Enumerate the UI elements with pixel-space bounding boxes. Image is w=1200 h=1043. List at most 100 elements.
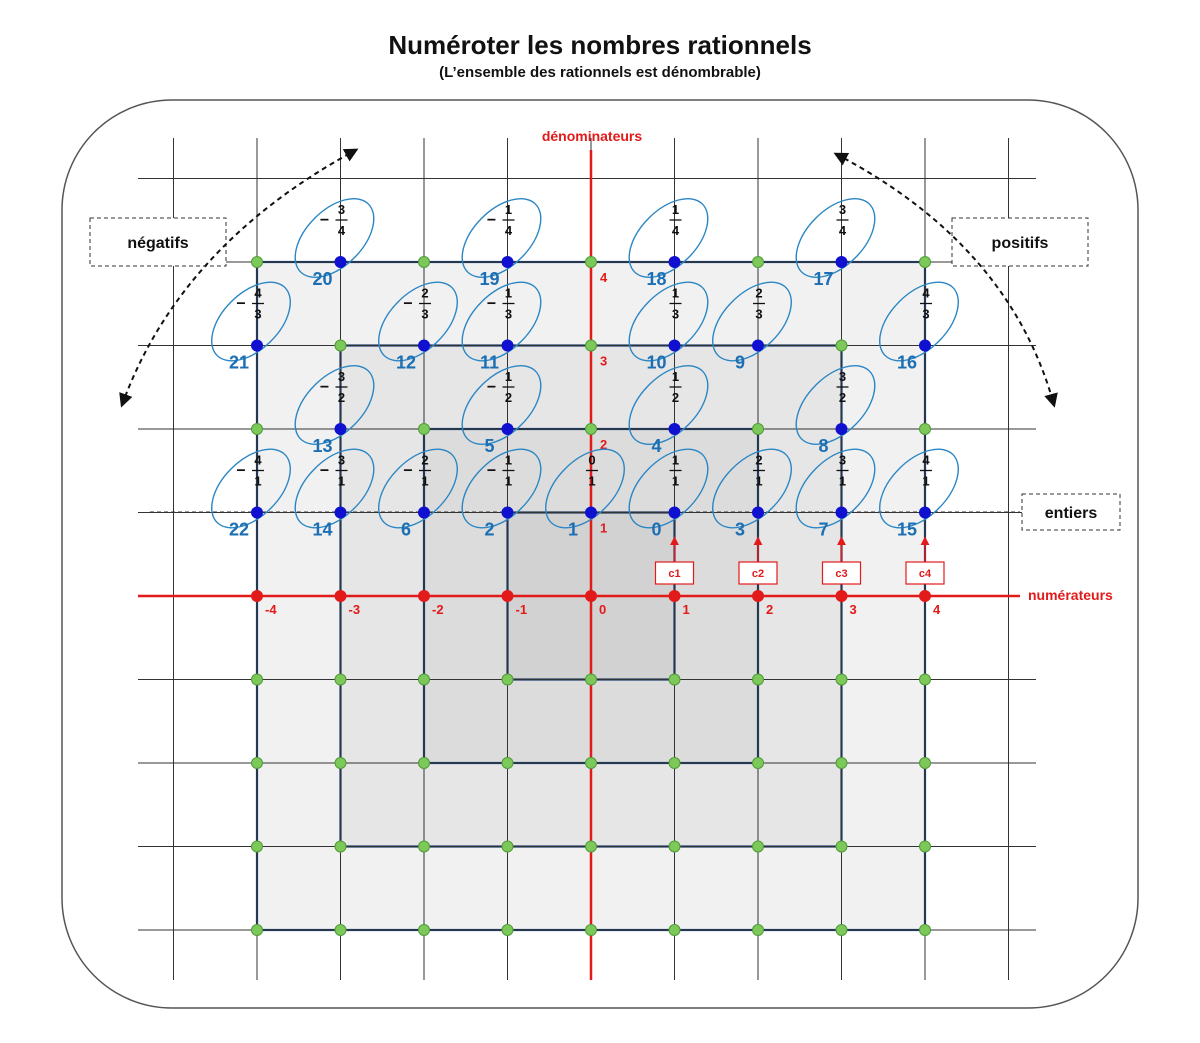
rational-ellipse <box>795 448 876 529</box>
fraction-numerator: 4 <box>922 453 930 468</box>
fraction-denominator: 4 <box>839 223 847 238</box>
lattice-point <box>835 924 848 936</box>
rational-ellipse <box>879 448 959 529</box>
lattice-point <box>585 339 597 352</box>
lattice-point <box>501 840 514 853</box>
rational-index: 13 <box>312 436 332 456</box>
fraction-denominator: 3 <box>672 307 679 322</box>
fraction-denominator: 3 <box>254 307 261 322</box>
rational-index: 3 <box>735 520 745 540</box>
rational-index: 0 <box>651 520 661 540</box>
denominators-axis-label: dénominateurs <box>542 128 643 144</box>
numerator-tick-label: 3 <box>850 602 857 617</box>
denominator-tick-label: 3 <box>600 354 607 369</box>
numerator-tick-point <box>585 590 597 602</box>
rational-ellipse <box>545 448 625 529</box>
rational-item: 110 <box>628 448 709 540</box>
numerator-tick-point <box>919 590 931 602</box>
fraction-numerator: 1 <box>672 369 679 384</box>
negatives-label-box: négatifs <box>89 217 227 267</box>
lattice-point <box>752 256 764 268</box>
numerator-tick-label: 2 <box>766 602 773 617</box>
fraction-denominator: 2 <box>505 390 512 405</box>
rational-ellipse <box>712 281 792 362</box>
rational-index: 14 <box>312 520 332 540</box>
numerator-tick-label: -3 <box>349 602 361 617</box>
rational-ellipse <box>628 365 709 445</box>
fraction-numerator: 3 <box>839 453 846 468</box>
rational-ellipse <box>628 198 709 278</box>
rational-point <box>418 339 430 352</box>
fraction-denominator: 3 <box>922 307 929 322</box>
fraction-denominator: 4 <box>338 223 346 238</box>
rational-ellipse <box>461 198 542 278</box>
rational-point <box>334 506 347 519</box>
rational-point <box>585 506 597 519</box>
fraction-numerator: 0 <box>588 453 595 468</box>
rational-point <box>501 339 514 352</box>
lattice-point <box>585 423 597 435</box>
denominator-tick-label: 4 <box>600 270 608 285</box>
lattice-point <box>752 673 764 686</box>
lattice-point <box>251 423 263 435</box>
page-title: Numéroter les nombres rationnels <box>388 30 812 60</box>
numerator-tick-label: 0 <box>599 602 606 617</box>
fraction-numerator: 1 <box>505 202 512 217</box>
lattice-point <box>334 757 347 769</box>
rational-point <box>501 423 514 435</box>
lattice-point <box>835 339 848 352</box>
lattice-point <box>251 256 263 268</box>
rational-index: 19 <box>479 269 499 289</box>
rational-item: 011 <box>545 448 625 540</box>
positives-label: positifs <box>992 235 1049 252</box>
numerator-tick-point <box>752 590 764 602</box>
fraction-denominator: 3 <box>755 307 762 322</box>
fraction-sign: − <box>487 463 496 480</box>
rational-ellipse <box>461 281 542 362</box>
fraction-sign: − <box>320 379 329 396</box>
counter-label: c1 <box>668 568 680 580</box>
fraction-numerator: 1 <box>672 202 679 217</box>
counter-box <box>821 561 862 585</box>
lattice-point <box>418 673 430 686</box>
numerator-tick-point <box>334 590 347 602</box>
rational-point <box>501 256 514 268</box>
fraction-numerator: 2 <box>421 286 428 301</box>
positives-label-box: positifs <box>951 217 1089 267</box>
rational-ellipse <box>628 281 709 362</box>
fraction-numerator: 4 <box>254 286 262 301</box>
lattice-point <box>919 757 931 769</box>
lattice-point <box>334 924 347 936</box>
lattice-point <box>752 423 764 435</box>
numerator-tick-point <box>251 590 263 602</box>
fraction-numerator: 1 <box>672 286 679 301</box>
rational-point <box>919 506 931 519</box>
lattice-point <box>668 924 681 936</box>
fraction-denominator: 1 <box>922 474 929 489</box>
rational-item: 317 <box>795 448 876 540</box>
fraction-denominator: 3 <box>505 307 512 322</box>
fraction-denominator: 4 <box>505 223 513 238</box>
lattice-point <box>585 924 597 936</box>
fraction-numerator: 2 <box>421 453 428 468</box>
lattice-point <box>501 924 514 936</box>
lattice-point <box>251 924 263 936</box>
rational-index: 20 <box>312 269 332 289</box>
lattice-point <box>919 673 931 686</box>
fraction-numerator: 3 <box>338 369 345 384</box>
fraction-numerator: 4 <box>922 286 930 301</box>
rational-point <box>668 256 681 268</box>
fraction-sign: − <box>403 463 412 480</box>
fraction-denominator: 3 <box>421 307 428 322</box>
rational-index: 15 <box>897 520 917 540</box>
fraction-denominator: 1 <box>672 474 679 489</box>
numerator-tick-point <box>668 590 681 602</box>
rational-point <box>835 506 848 519</box>
